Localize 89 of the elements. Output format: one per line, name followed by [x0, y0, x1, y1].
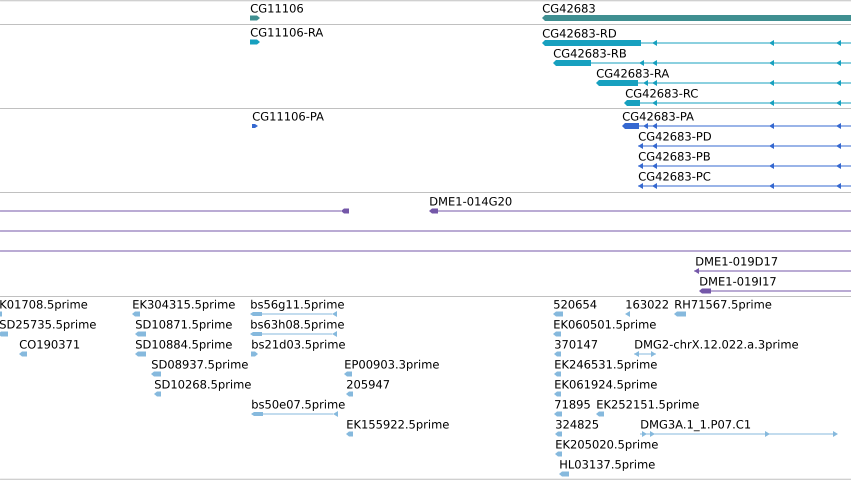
gene-feature: CG11106 — [250, 4, 303, 20]
protein-feature: CG11106-PA — [252, 112, 324, 128]
transcript-feature: CG42683-RB — [553, 48, 851, 66]
node-label: 370147 — [555, 340, 598, 349]
est-feature: 163022 — [625, 300, 668, 317]
node-label: CG42683-RB — [554, 48, 626, 58]
node-label: EK304315.5prime — [133, 300, 235, 311]
protein-feature: CG42683-PC — [638, 172, 851, 189]
clone-feature — [0, 208, 349, 214]
node-label: CG42683-PC — [638, 172, 710, 181]
gene-feature: CG42683 — [542, 4, 851, 21]
est-feature: DMG3A.1_1.P07.C1 — [640, 420, 838, 437]
node-label: 71895 — [555, 400, 590, 409]
est-feature: 324825 — [555, 420, 598, 436]
node-label: CG42683-PD — [638, 132, 711, 141]
node-label: EK252151.5prime — [597, 400, 699, 411]
transcript-feature: CG42683-RA — [596, 68, 851, 86]
est-feature: SD08937.5prime — [151, 360, 248, 376]
est-feature: bs21d03.5prime — [251, 340, 345, 356]
est-feature: EK060501.5prime — [553, 320, 656, 336]
node-label: DMG3A.1_1.P07.C1 — [641, 420, 750, 432]
est-feature: CO190371 — [19, 340, 80, 356]
node-label: CG11106-RA — [250, 28, 324, 37]
node-label: CG42683-RD — [542, 28, 616, 38]
est-feature: bs50e07.5prime — [251, 400, 345, 417]
node-label: SD25735.5prime — [0, 320, 96, 331]
node-label: EK205020.5prime — [556, 440, 658, 451]
node-label: CG42683-PA — [622, 112, 694, 121]
node-label: CO190371 — [20, 340, 80, 349]
est-feature: K01708.5prime — [0, 300, 88, 316]
est-feature: SD10268.5prime — [154, 380, 251, 396]
node-label: SD08937.5prime — [152, 360, 248, 371]
node-label: CG42683 — [542, 4, 595, 13]
est-feature: EK061924.5prime — [554, 380, 657, 396]
est-feature: 520654 — [553, 300, 596, 316]
clone-feature: DME1-014G20 — [429, 196, 851, 214]
node-label: 205947 — [347, 380, 390, 389]
node-label: HL03137.5prime — [560, 460, 655, 471]
node-label: SD10884.5prime — [136, 340, 232, 351]
transcript-feature: CG11106-RA — [250, 28, 324, 44]
protein-feature: CG42683-PD — [638, 132, 851, 149]
est-feature: EP00903.3prime — [344, 360, 439, 376]
est-feature: 205947 — [346, 380, 390, 396]
node-label: CG42683-PB — [638, 152, 710, 161]
est-feature: EK205020.5prime — [555, 440, 658, 456]
node-label: CG11106 — [250, 4, 303, 13]
node-label: bs50e07.5prime — [252, 400, 345, 411]
est-feature: RH71567.5prime — [674, 300, 772, 316]
node-label: EP00903.3prime — [345, 360, 439, 371]
node-label: SD10268.5prime — [154, 380, 251, 391]
node-label: RH71567.5prime — [675, 300, 772, 311]
est-feature: DMG2-chrX.12.022.a.3prime — [634, 340, 798, 357]
est-feature: EK155922.5prime — [346, 420, 449, 436]
node-label: K01708.5prime — [0, 300, 88, 311]
node-label: DME1-014G20 — [430, 196, 512, 206]
est-feature: 71895 — [554, 400, 590, 416]
est-feature: EK304315.5prime — [132, 300, 235, 316]
est-feature: EK246531.5prime — [554, 360, 657, 376]
node-label: EK246531.5prime — [555, 360, 657, 371]
transcript-feature: CG42683-RD — [542, 28, 851, 46]
node-label: bs56g11.5prime — [251, 300, 344, 311]
node-label: 520654 — [554, 300, 596, 309]
node-label: DME1-019I17 — [700, 276, 776, 286]
protein-feature: CG42683-PB — [638, 152, 851, 169]
clone-feature: DME1-019D17 — [694, 256, 851, 274]
node-label: bs63h08.5prime — [251, 320, 344, 331]
est-feature: SD25735.5prime — [0, 320, 96, 336]
est-feature: bs63h08.5prime — [250, 320, 344, 337]
est-feature: HL03137.5prime — [559, 460, 655, 476]
est-feature: 370147 — [554, 340, 598, 356]
protein-feature: CG42683-PA — [622, 112, 851, 129]
node-label: EK061924.5prime — [555, 380, 657, 391]
node-label: bs21d03.5prime — [252, 340, 345, 351]
transcript-feature: CG42683-RC — [624, 88, 851, 106]
est-feature: EK252151.5prime — [596, 400, 699, 416]
node-label: EK060501.5prime — [554, 320, 656, 331]
node-label: CG42683-RC — [626, 88, 698, 98]
est-feature: SD10871.5prime — [135, 320, 232, 336]
node-label: CG42683-RA — [596, 68, 670, 78]
node-label: DME1-019D17 — [696, 256, 778, 266]
node-label: DMG2-chrX.12.022.a.3prime — [635, 340, 798, 351]
node-label: CG11106-PA — [252, 112, 324, 121]
est-feature: SD10884.5prime — [135, 340, 232, 356]
clone-feature: DME1-019I17 — [699, 276, 851, 294]
node-label: EK155922.5prime — [347, 420, 449, 431]
node-label: 324825 — [556, 420, 598, 429]
node-label: SD10871.5prime — [136, 320, 232, 331]
est-feature: bs56g11.5prime — [250, 300, 344, 317]
node-label: 163022 — [626, 300, 668, 309]
